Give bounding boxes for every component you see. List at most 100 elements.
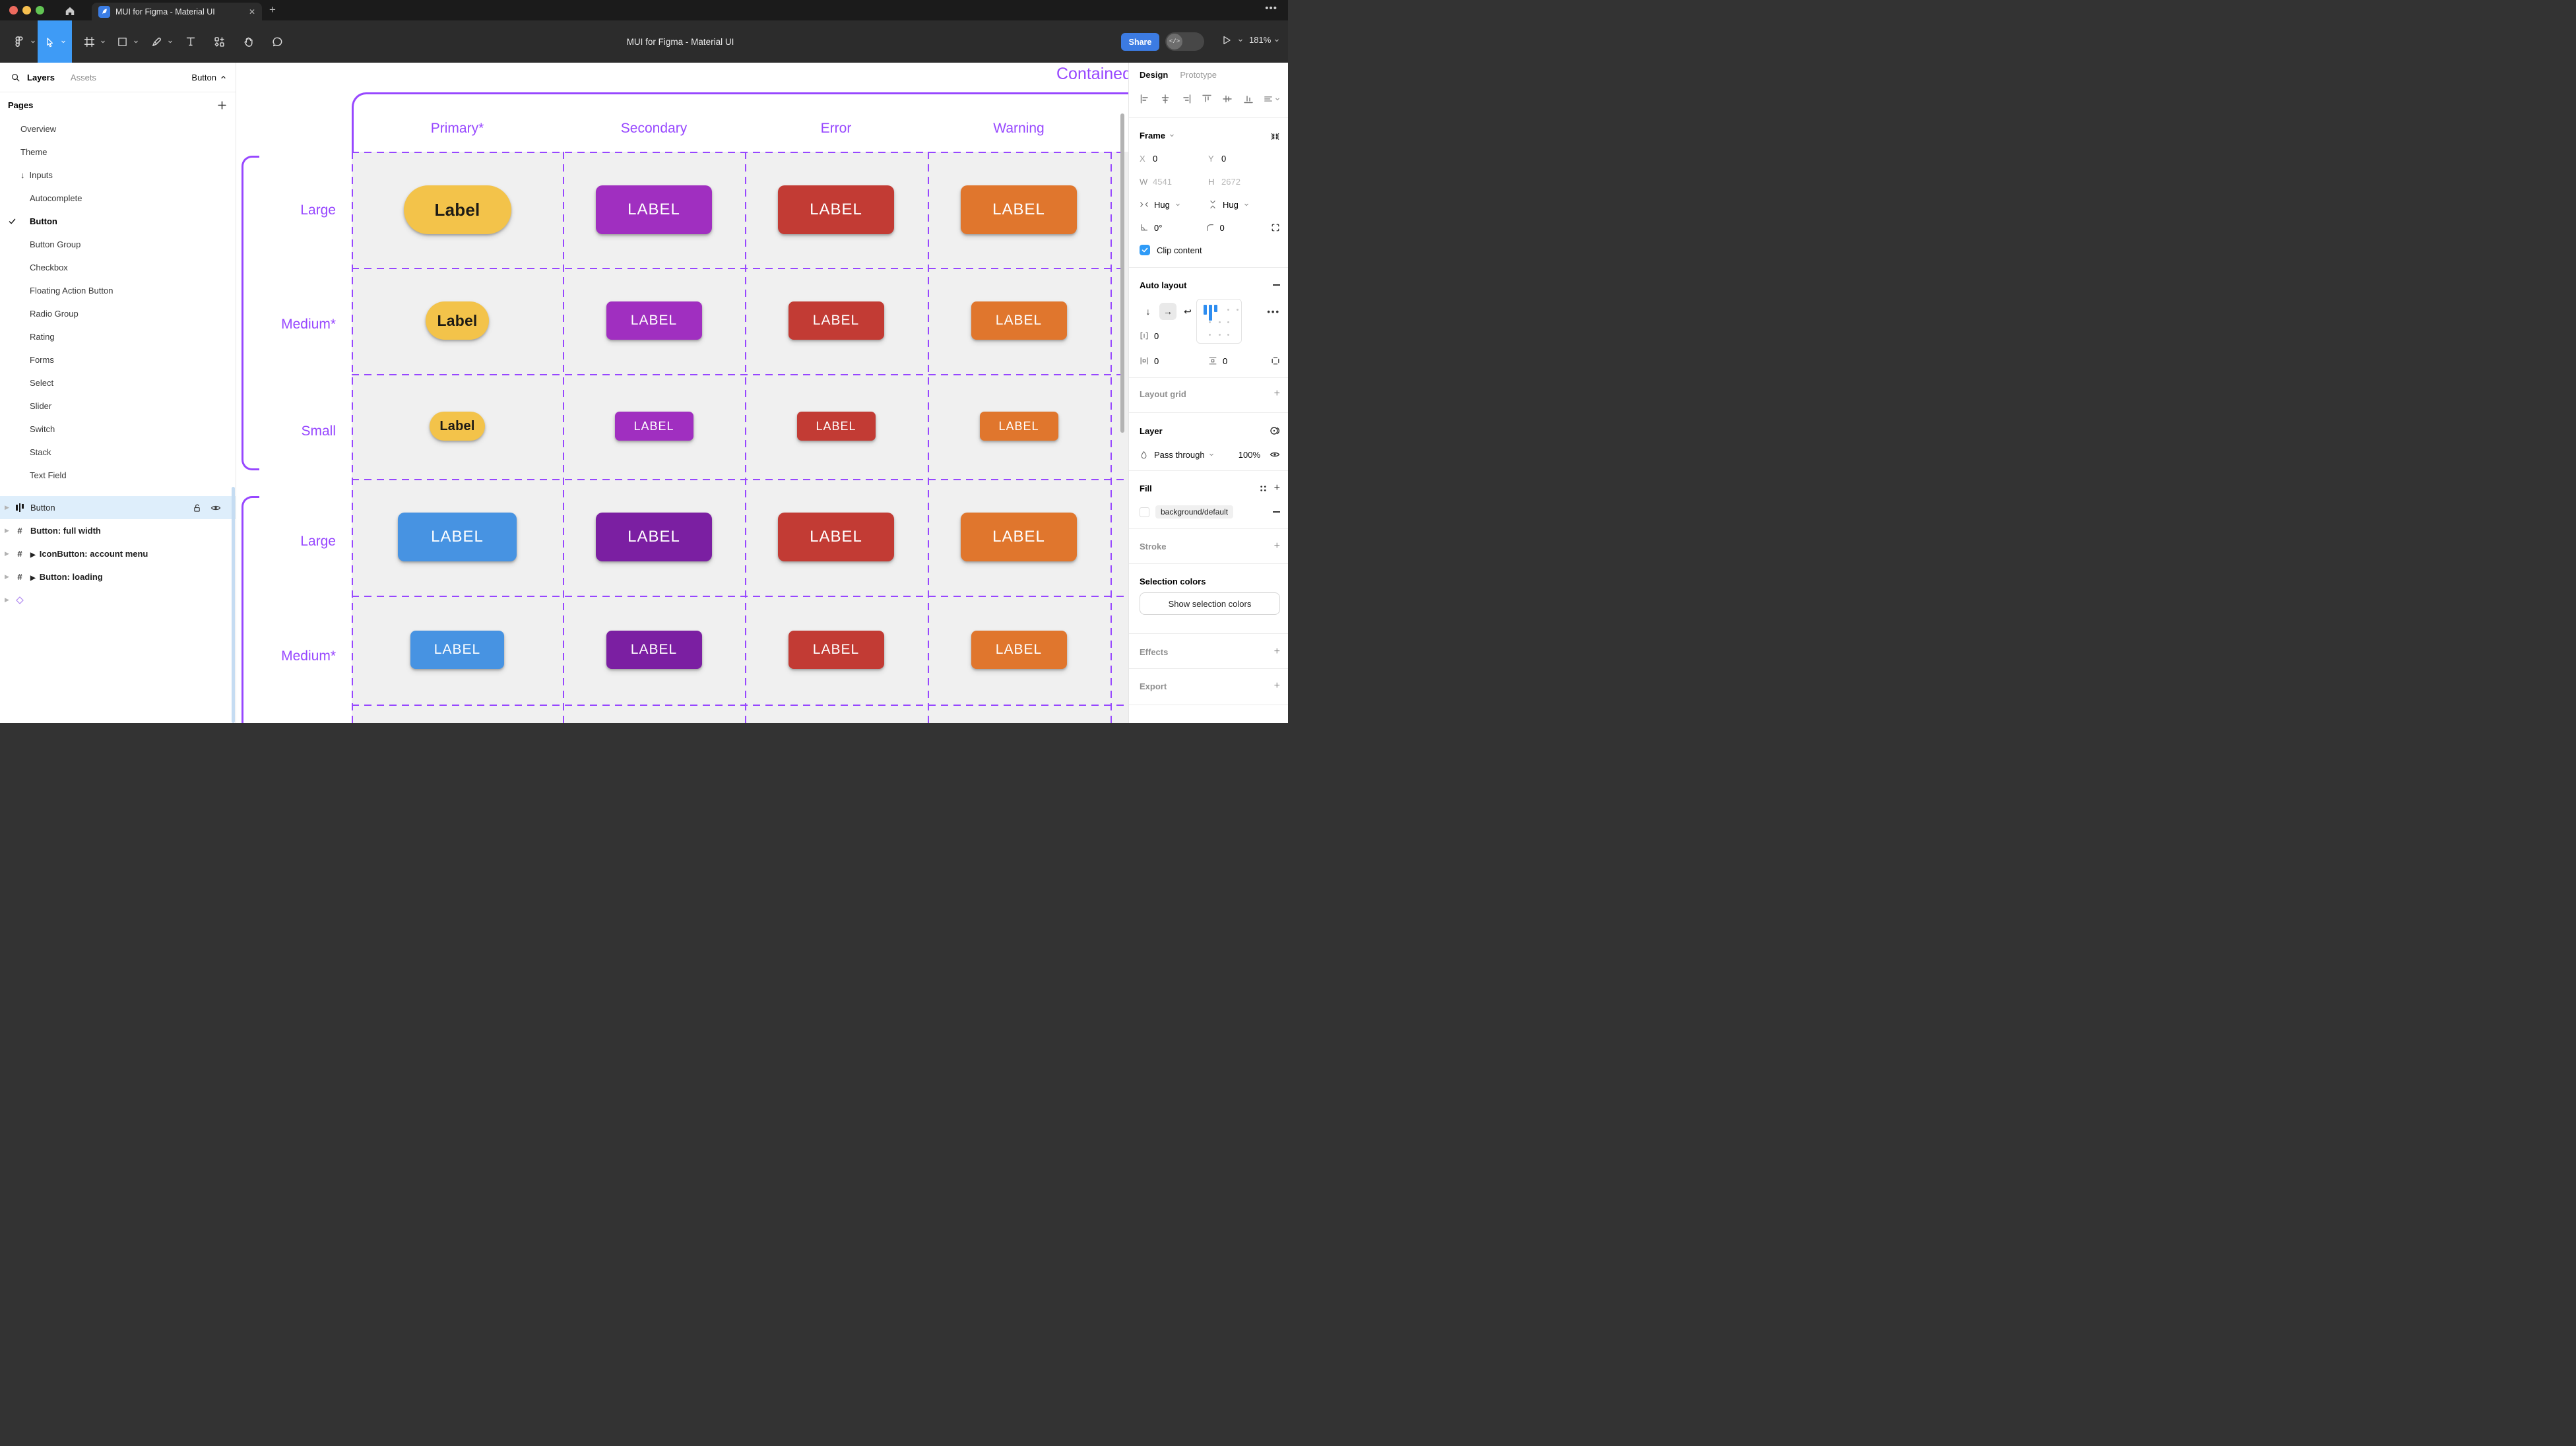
independent-padding-icon[interactable] bbox=[1271, 356, 1280, 365]
visibility-icon[interactable] bbox=[210, 503, 221, 513]
auto-layout-more-icon[interactable]: ••• bbox=[1267, 306, 1280, 317]
expand-chevron-icon[interactable]: ▶ bbox=[5, 573, 9, 580]
expand-chevron-icon[interactable]: ▶ bbox=[5, 504, 9, 511]
align-left-icon[interactable] bbox=[1140, 94, 1150, 104]
comment-tool-button[interactable] bbox=[267, 20, 287, 63]
blend-mode-select[interactable]: Pass through bbox=[1154, 449, 1205, 460]
shape-tool-button[interactable] bbox=[112, 20, 132, 63]
main-menu-button[interactable] bbox=[8, 20, 30, 63]
expand-chevron-icon[interactable]: ▶ bbox=[5, 527, 9, 534]
fill-style-token[interactable]: background/default bbox=[1155, 505, 1234, 519]
page-selector[interactable]: Button bbox=[191, 73, 226, 82]
tab-design[interactable]: Design bbox=[1140, 69, 1169, 80]
hand-tool-button[interactable] bbox=[238, 20, 258, 63]
add-fill-button[interactable]: + bbox=[1273, 482, 1280, 493]
sidebar-page-theme[interactable]: Theme bbox=[0, 141, 236, 164]
horizontal-padding-field[interactable]: 0 bbox=[1140, 356, 1208, 366]
layer-row--menu-[interactable]: ▶ bbox=[0, 588, 236, 612]
corner-radius-field[interactable]: 0 bbox=[1206, 223, 1272, 233]
shape-tool-chevron-icon[interactable] bbox=[132, 20, 140, 63]
new-tab-button[interactable]: + bbox=[269, 3, 276, 16]
zoom-chevron-icon[interactable] bbox=[1274, 38, 1279, 43]
canvas-button-small-col4-row3[interactable]: LABEL bbox=[979, 412, 1058, 441]
vertical-padding-field[interactable]: 0 bbox=[1208, 356, 1264, 366]
horizontal-resizing-select[interactable]: Hug bbox=[1140, 200, 1208, 210]
sidebar-page-button[interactable]: Button bbox=[0, 210, 236, 233]
sidebar-page-stack[interactable]: Stack bbox=[0, 441, 236, 464]
add-stroke-button[interactable]: + bbox=[1273, 540, 1280, 551]
sidebar-page-checkbox[interactable]: Checkbox bbox=[0, 256, 236, 279]
align-right-icon[interactable] bbox=[1181, 94, 1192, 104]
opacity-field[interactable]: 100% bbox=[1238, 449, 1260, 460]
document-tab[interactable]: MUI for Figma - Material UI ✕ bbox=[92, 3, 262, 20]
auto-layout-wrap-icon[interactable]: ↩ bbox=[1184, 305, 1192, 317]
canvas-button-small-col3-row3[interactable]: LABEL bbox=[796, 412, 876, 441]
canvas-button-small-col2-row3[interactable]: LABEL bbox=[614, 412, 693, 441]
tab-layers[interactable]: Layers bbox=[27, 72, 55, 82]
pen-tool-chevron-icon[interactable] bbox=[166, 20, 174, 63]
remove-auto-layout-button[interactable] bbox=[1273, 284, 1280, 286]
layer-row-button-full-width[interactable]: ▶#Button: full width bbox=[0, 519, 236, 542]
present-chevron-icon[interactable] bbox=[1238, 38, 1243, 43]
auto-layout-alignment-widget[interactable] bbox=[1196, 299, 1242, 344]
remove-fill-button[interactable] bbox=[1273, 511, 1280, 513]
vertical-resizing-select[interactable]: Hug bbox=[1208, 200, 1277, 210]
auto-layout-vertical-icon[interactable]: ↓ bbox=[1145, 306, 1151, 317]
tab-prototype[interactable]: Prototype bbox=[1180, 69, 1217, 80]
sidebar-page-inputs[interactable]: ↓Inputs bbox=[0, 164, 236, 187]
expand-chevron-icon[interactable]: ▶ bbox=[5, 550, 9, 557]
window-more-icon[interactable]: ••• bbox=[1265, 3, 1277, 14]
collapse-arrow-icon[interactable]: ↓ bbox=[20, 170, 25, 180]
window-minimize-button[interactable] bbox=[22, 6, 31, 15]
zoom-level[interactable]: 181% bbox=[1249, 35, 1272, 45]
canvas-button-large-col1-row1[interactable]: Label bbox=[403, 185, 511, 234]
frame-tool-chevron-icon[interactable] bbox=[99, 20, 107, 63]
canvas-button-medium-col1-row2[interactable]: Label bbox=[426, 301, 489, 340]
auto-layout-horizontal-icon[interactable]: → bbox=[1159, 303, 1176, 320]
fill-color-swatch[interactable] bbox=[1140, 507, 1149, 517]
canvas-button-medium-col1-row5[interactable]: LABEL bbox=[410, 631, 504, 669]
canvas-button-medium-col2-row2[interactable]: LABEL bbox=[606, 301, 702, 340]
share-button[interactable]: Share bbox=[1121, 33, 1159, 51]
add-effect-button[interactable]: + bbox=[1273, 646, 1280, 657]
canvas-button-medium-col3-row2[interactable]: LABEL bbox=[788, 301, 884, 340]
show-selection-colors-button[interactable]: Show selection colors bbox=[1140, 592, 1280, 615]
tab-assets[interactable]: Assets bbox=[70, 72, 96, 82]
sidebar-page-overview[interactable]: Overview bbox=[0, 117, 236, 141]
add-layout-grid-button[interactable]: + bbox=[1273, 388, 1280, 399]
unlock-icon[interactable] bbox=[193, 503, 201, 513]
pen-tool-button[interactable] bbox=[146, 20, 166, 63]
sidebar-page-button-group[interactable]: Button Group bbox=[0, 233, 236, 256]
search-icon[interactable] bbox=[11, 73, 20, 82]
canvas-button-large-col2-row4[interactable]: LABEL bbox=[596, 513, 712, 561]
sidebar-page-switch[interactable]: Switch bbox=[0, 418, 236, 441]
align-vertical-center-icon[interactable] bbox=[1222, 94, 1233, 104]
sidebar-scrollbar[interactable] bbox=[232, 487, 235, 723]
move-tool-button[interactable] bbox=[38, 20, 72, 63]
align-horizontal-center-icon[interactable] bbox=[1160, 94, 1171, 104]
frame-tool-button[interactable] bbox=[79, 20, 99, 63]
sidebar-page-text-field[interactable]: Text Field bbox=[0, 464, 236, 487]
align-bottom-icon[interactable] bbox=[1243, 94, 1254, 104]
dev-mode-toggle[interactable]: </> bbox=[1165, 32, 1204, 51]
canvas-scrollbar[interactable] bbox=[1120, 113, 1124, 433]
sidebar-page-radio-group[interactable]: Radio Group bbox=[0, 302, 236, 325]
layer-visibility-icon[interactable] bbox=[1270, 449, 1280, 460]
window-zoom-button[interactable] bbox=[36, 6, 44, 15]
blend-mode-icon[interactable] bbox=[1270, 425, 1280, 436]
canvas-button-medium-col3-row5[interactable]: LABEL bbox=[788, 631, 884, 669]
canvas-button-large-col3-row1[interactable]: LABEL bbox=[778, 185, 894, 234]
fill-styles-icon[interactable] bbox=[1259, 484, 1268, 493]
canvas-button-large-col4-row4[interactable]: LABEL bbox=[961, 513, 1077, 561]
tab-close-icon[interactable]: ✕ bbox=[248, 7, 255, 16]
add-page-button[interactable] bbox=[218, 100, 226, 110]
canvas-button-large-col2-row1[interactable]: LABEL bbox=[596, 185, 712, 234]
independent-corners-icon[interactable] bbox=[1271, 223, 1280, 232]
expand-chevron-icon[interactable]: ▶ bbox=[5, 596, 9, 603]
main-menu-chevron-icon[interactable] bbox=[29, 20, 37, 63]
sidebar-page-rating[interactable]: Rating bbox=[0, 325, 236, 348]
